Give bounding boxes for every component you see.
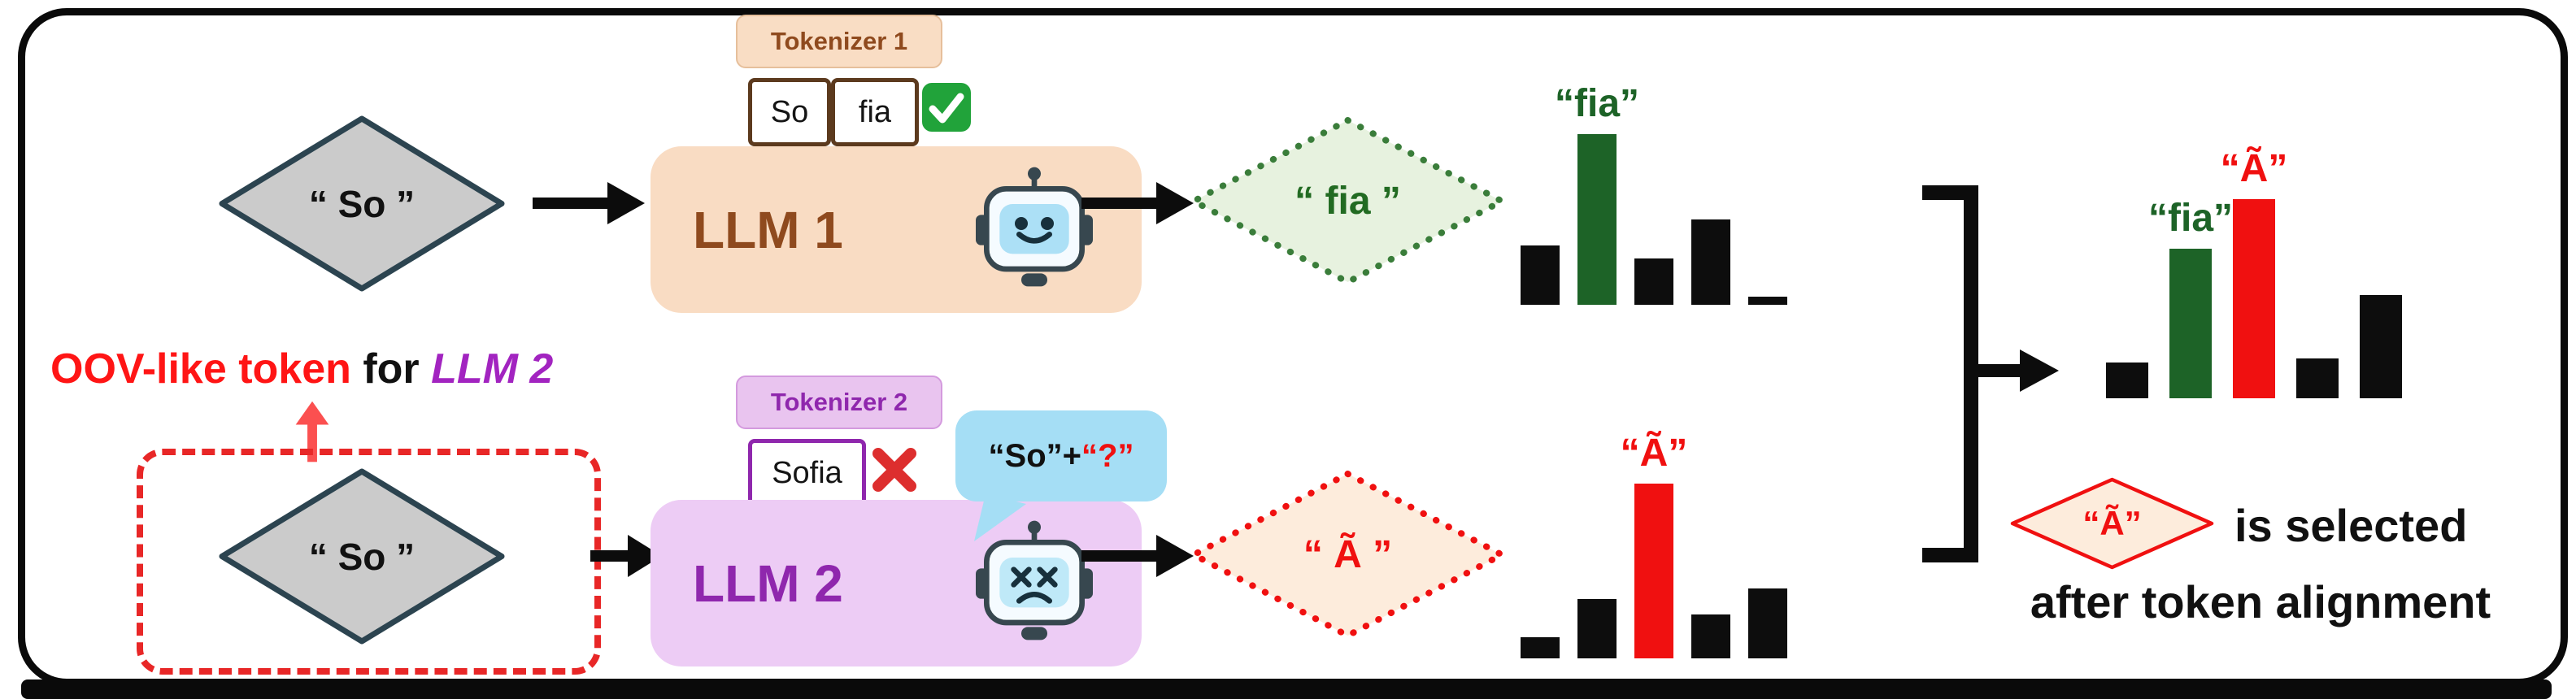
arrow-input-to-llm1 xyxy=(533,182,645,224)
bracket-shape xyxy=(1922,185,1978,562)
llm2-output-diamond: “ Ã ” xyxy=(1187,467,1508,642)
llm2-box: LLM 2 xyxy=(651,500,1142,666)
merge-bracket xyxy=(1922,185,2059,562)
diamond-shape xyxy=(219,115,505,292)
chart-bar xyxy=(2106,362,2148,398)
chart-bar: “fia” xyxy=(2148,197,2233,398)
output-token-text: “ Ã ” xyxy=(1303,533,1393,576)
output-token-text: “ fia ” xyxy=(1295,180,1401,223)
arrow-input-to-llm2 xyxy=(590,535,662,577)
selected-token-text: “Ã” xyxy=(2082,504,2142,542)
happy-robot-icon xyxy=(976,167,1093,286)
chart-bar: “Ã” xyxy=(2221,147,2287,398)
diamond-shape xyxy=(2010,477,2214,570)
check-icon xyxy=(922,83,971,132)
chart-bar xyxy=(1691,614,1730,658)
bar-label: “Ã” xyxy=(1620,432,1688,475)
oov-for-text: for xyxy=(350,345,432,393)
chart-bar xyxy=(1691,219,1730,305)
llm2-distribution-chart: “Ã” xyxy=(1521,432,1787,658)
dizzy-robot-icon xyxy=(976,520,1093,640)
llm2-label: LLM 2 xyxy=(693,554,843,613)
bar-label: “fia” xyxy=(2147,197,2234,241)
chart-bar xyxy=(1748,296,1787,305)
bubble-tail xyxy=(974,494,1026,541)
chart-bar xyxy=(1748,588,1787,658)
llm1-distribution-chart: “fia” xyxy=(1521,82,1787,305)
diamond-shape xyxy=(219,468,505,645)
bar-label: “Ã” xyxy=(2220,147,2288,190)
selected-token-diamond: “Ã” xyxy=(2008,475,2216,571)
chart-bar xyxy=(2360,294,2402,398)
chart-bar: “Ã” xyxy=(1621,432,1687,658)
bar-label: “fia” xyxy=(1554,82,1640,125)
chart-bar xyxy=(1577,598,1617,658)
chart-bar: “fia” xyxy=(1555,82,1639,305)
oov-caption: OOV-like token for LLM 2 xyxy=(50,345,553,393)
llm1-output-diamond: “ fia ” xyxy=(1187,114,1508,289)
bubble-text-red: “?” xyxy=(1081,437,1134,474)
arrow-llm2-to-output xyxy=(1081,535,1194,577)
chart-bar xyxy=(1521,637,1560,658)
merged-distribution-chart: “fia” “Ã” xyxy=(2106,147,2402,398)
arrow-llm1-to-output xyxy=(1081,182,1194,224)
chart-bar xyxy=(2296,358,2339,398)
token-box-so: So xyxy=(748,78,831,146)
llm1-input-diamond: “ So ” xyxy=(215,112,508,295)
llm1-label: LLM 1 xyxy=(693,200,843,259)
oov-llm2-ref-text: LLM 2 xyxy=(431,345,554,393)
speech-bubble: “So”+“?” xyxy=(955,410,1167,501)
arrow-right-head xyxy=(2020,350,2059,392)
bubble-text-black: “So”+ xyxy=(988,437,1082,474)
token-box-sofia: Sofia xyxy=(748,439,866,507)
oov-token-text: OOV-like token xyxy=(50,345,351,393)
llm2-input-diamond: “ So ” xyxy=(215,465,508,648)
diamond-shape xyxy=(1190,471,1505,639)
chart-bar xyxy=(1634,258,1673,305)
tokenizer2-badge: Tokenizer 2 xyxy=(736,376,942,429)
token-box-fia: fia xyxy=(831,78,919,146)
input-token-text: “ So ” xyxy=(308,535,416,578)
input-token-text: “ So ” xyxy=(308,182,416,225)
llm1-box: LLM 1 xyxy=(651,146,1142,313)
alignment-text: after token alignment xyxy=(2030,576,2491,627)
diamond-shape xyxy=(1190,117,1505,285)
chart-bar xyxy=(1521,245,1560,305)
selected-text: is selected xyxy=(2234,500,2468,551)
bottom-edge-bar xyxy=(21,679,2552,699)
tokenizer1-badge: Tokenizer 1 xyxy=(736,15,942,68)
arrow-right-icon xyxy=(1971,364,2020,377)
arrow-up-icon xyxy=(295,401,329,462)
cross-icon xyxy=(872,448,916,492)
